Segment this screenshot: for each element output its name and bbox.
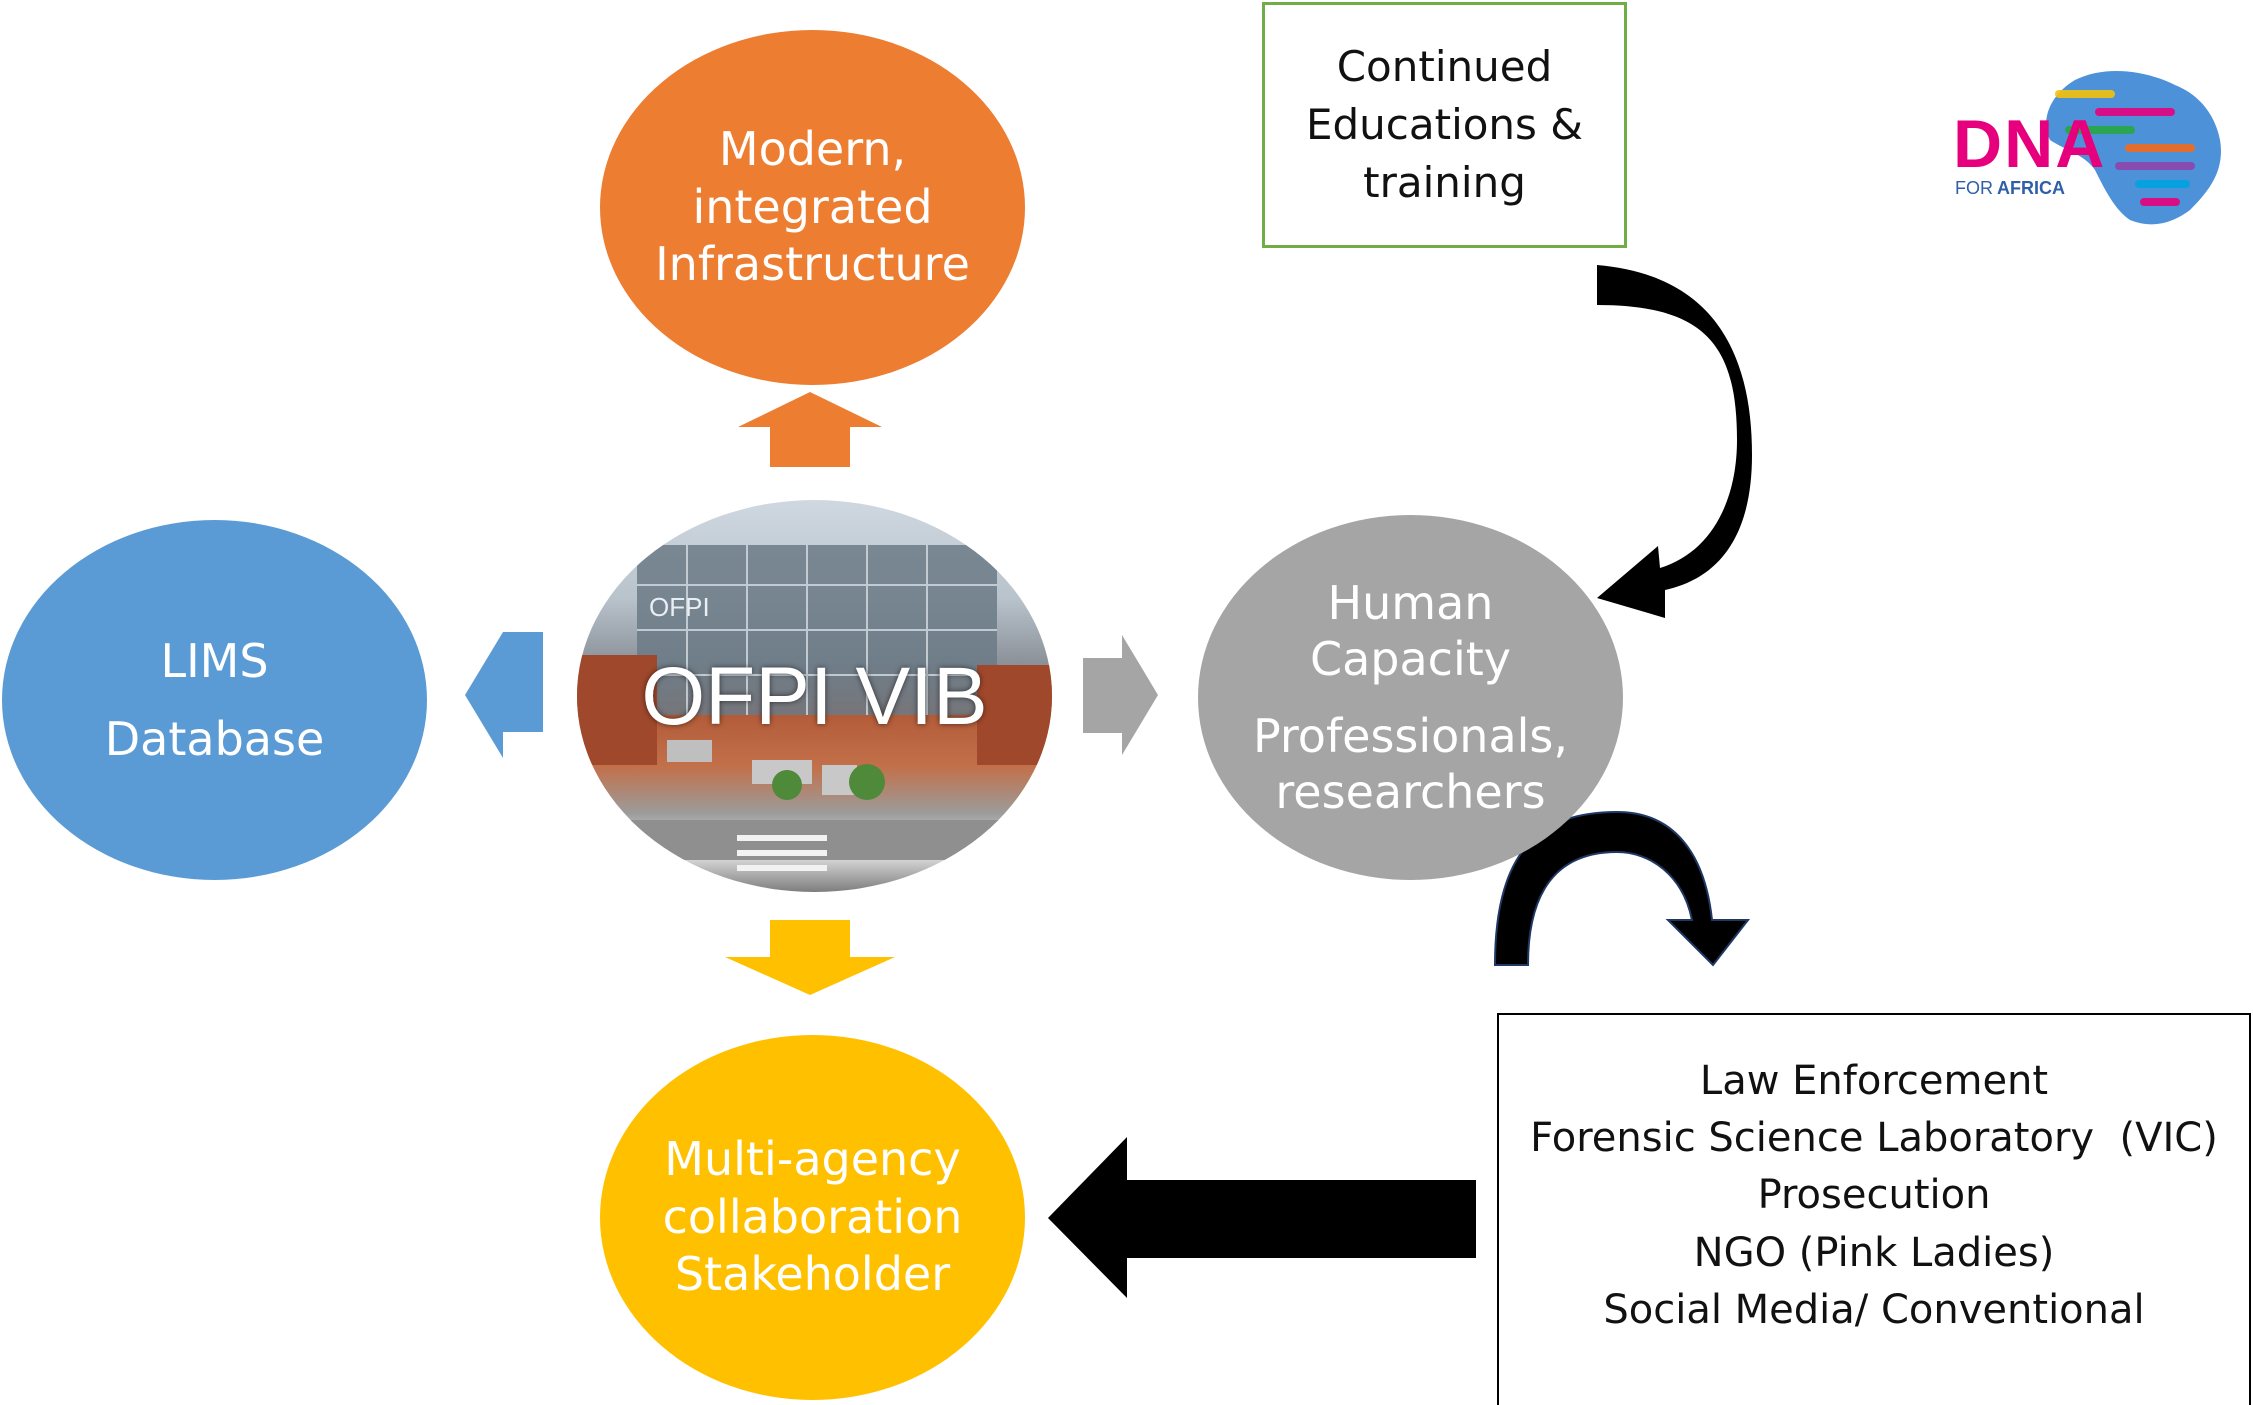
stakeholders-box: Law Enforcement Forensic Science Laborat… [1497,1013,2251,1405]
arrow-down-gold [725,920,895,995]
stakeholder-prosecution: Prosecution [1757,1172,1991,1219]
education-line-3: training [1363,157,1526,207]
logo-for-text: FOR [1955,178,1993,198]
infrastructure-node: Modern, integrated Infrastructure [600,30,1025,385]
multi-agency-line-3: Stakeholder [674,1247,951,1302]
lims-node: LIMS Database [2,520,427,880]
curved-arrow-education [1597,265,1752,618]
logo-dna-text: DNA [1953,106,2107,182]
logo-africa-text: AFRICA [1997,178,2065,198]
dna-for-africa-logo: DNA FOR AFRICA [1945,60,2245,230]
infrastructure-line-2: integrated [692,179,933,234]
multi-agency-node: Multi-agency collaboration Stakeholder [600,1035,1025,1400]
arrow-up-orange [738,392,882,467]
human-capacity-line-2: Capacity [1309,632,1512,687]
building-sign: OFPI [649,592,710,622]
arrow-left-black [1048,1137,1476,1298]
stakeholder-ngo: NGO (Pink Ladies) [1693,1229,2055,1276]
multi-agency-line-2: collaboration [662,1189,963,1244]
education-line-2: Educations & [1305,100,1584,150]
stakeholder-media: Social Media/ Conventional [1603,1286,2145,1333]
lims-line-2: Database [104,712,325,766]
stakeholder-law-enforcement: Law Enforcement [1699,1058,2049,1104]
arrow-right-gray [1083,635,1158,755]
infrastructure-line-3: Infrastructure [655,237,970,292]
human-capacity-line-3: Professionals, [1252,708,1569,763]
arrow-left-blue [465,632,543,758]
human-capacity-line-1: Human [1327,576,1494,631]
education-line-1: Continued [1336,42,1553,92]
human-capacity-line-4: researchers [1275,764,1546,819]
center-label: OFPI VIB [641,651,988,742]
center-node: OFPI OFPI VIB [577,500,1052,892]
stakeholder-forensic-lab: Forensic Science Laboratory (VIC) [1530,1115,2218,1162]
infrastructure-line-1: Modern, [718,122,907,177]
building-photo [577,545,1052,871]
lims-line-1: LIMS [160,633,269,688]
multi-agency-line-1: Multi-agency [664,1132,961,1187]
africa-map-icon [2046,70,2221,225]
education-box: Continued Educations & training [1262,2,1627,248]
human-capacity-node: Human Capacity Professionals, researcher… [1198,515,1623,880]
